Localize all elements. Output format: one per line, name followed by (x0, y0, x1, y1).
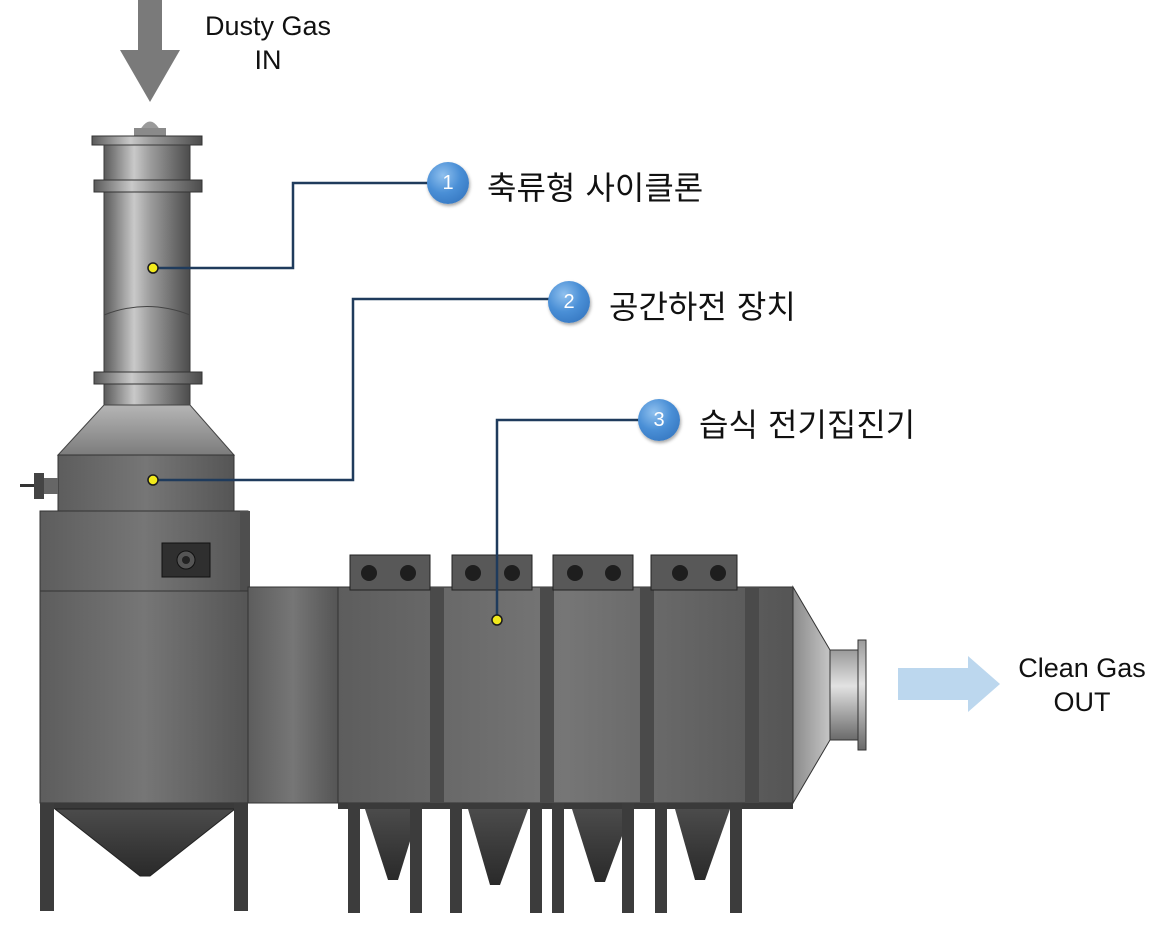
outlet-transition (792, 585, 867, 805)
inlet-arrow (120, 0, 180, 102)
inlet-label: Dusty Gas IN (188, 10, 348, 78)
inlet-label-line1: Dusty Gas (204, 11, 332, 41)
outlet-arrow (898, 656, 1000, 712)
callout-label-3: 습식 전기집진기 (699, 406, 916, 444)
marker-dot-3 (491, 614, 503, 626)
connecting-duct (247, 586, 339, 804)
callout-badge-2: 2 (548, 281, 590, 323)
callout-badge-1: 1 (427, 162, 469, 204)
pre-chamber (39, 510, 250, 911)
leader-line-2 (153, 297, 568, 482)
callout-label-1: 축류형 사이클론 (487, 169, 704, 207)
outlet-label-line2: OUT (1053, 686, 1111, 717)
marker-dot-2 (147, 474, 159, 486)
marker-dot-1 (147, 262, 159, 274)
wet-esp-unit (337, 554, 794, 913)
leader-line-1 (153, 181, 448, 270)
inlet-label-line2: IN (254, 44, 282, 75)
cyclone-unit (20, 121, 236, 512)
leader-line-3 (495, 418, 658, 620)
callout-badge-3: 3 (638, 399, 680, 441)
callout-label-2: 공간하전 장치 (609, 288, 796, 326)
outlet-label-line1: Clean Gas (1018, 653, 1146, 683)
outlet-label: Clean Gas OUT (1002, 652, 1162, 720)
